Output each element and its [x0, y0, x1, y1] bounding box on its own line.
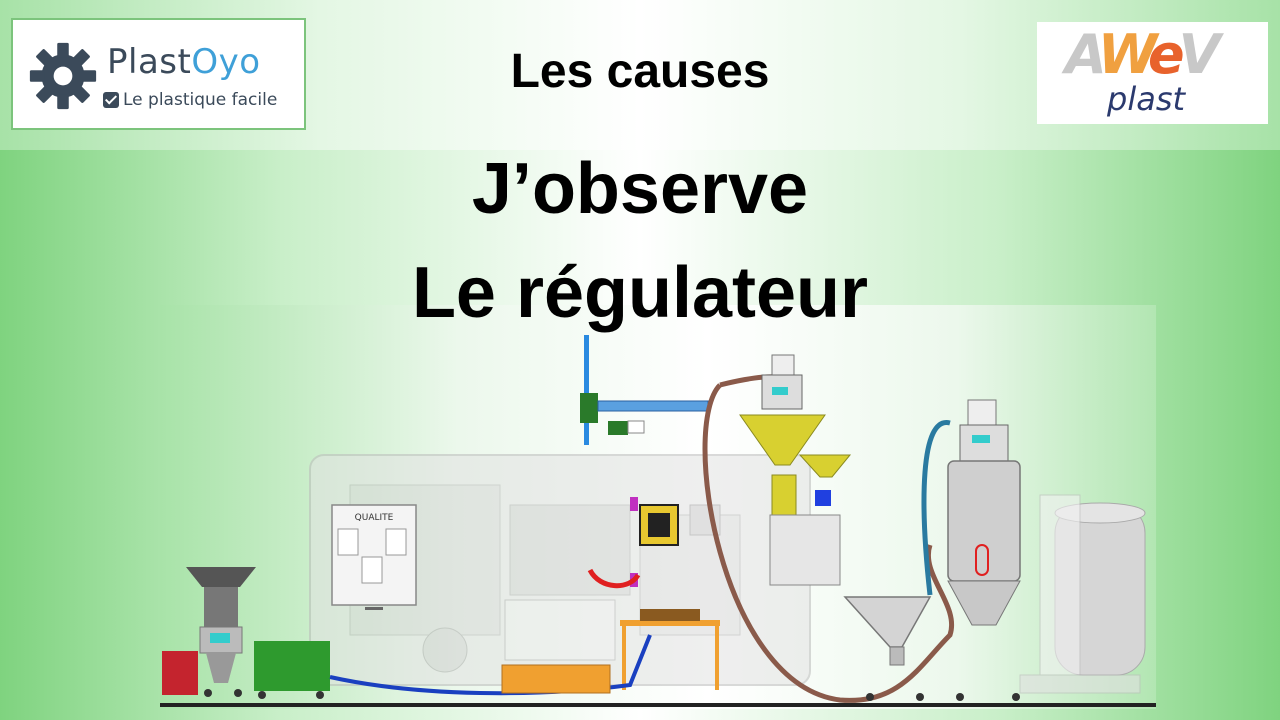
brand-name: PlastOyo [107, 42, 261, 82]
steel-funnel [843, 596, 932, 701]
awev-logo-mark: AWeV [1065, 23, 1220, 86]
green-bin [254, 641, 330, 699]
machine-diagram: QUALITE [160, 335, 1156, 707]
brand-tagline: Le plastique facile [103, 90, 277, 110]
dryer [921, 399, 1021, 701]
blue-pipe [584, 335, 589, 445]
grinder [186, 567, 256, 697]
orange-stand [620, 609, 720, 690]
tagline-text: Le plastique facile [123, 90, 278, 110]
orange-tray [501, 664, 611, 694]
floor-line [160, 703, 1156, 707]
slide-title-line1: J’observe [471, 149, 809, 229]
material-bags [1019, 494, 1141, 694]
checkbox-icon [103, 92, 119, 108]
controller-box [587, 497, 679, 589]
material-hose [702, 383, 955, 703]
slide-subtitle: Les causes [510, 45, 770, 98]
hopper-loader [739, 354, 852, 586]
quality-panel-label: QUALITE [355, 513, 394, 523]
gear-icon [29, 42, 97, 110]
plastoyo-logo: PlastOyo Le plastique facile [11, 18, 306, 130]
slide-title-line2: Le régulateur [411, 253, 869, 333]
awev-logo-plast: plast [1107, 80, 1186, 118]
awev-plast-logo: AWeV plast [1037, 22, 1268, 124]
brand-name-part1: Plast [107, 42, 192, 82]
brand-name-part2: Oyo [191, 42, 261, 82]
red-bin [162, 651, 198, 695]
quality-panel: QUALITE [331, 504, 417, 610]
injection-line-illustration: QUALITE [160, 305, 1156, 709]
robot-arm [580, 393, 709, 435]
